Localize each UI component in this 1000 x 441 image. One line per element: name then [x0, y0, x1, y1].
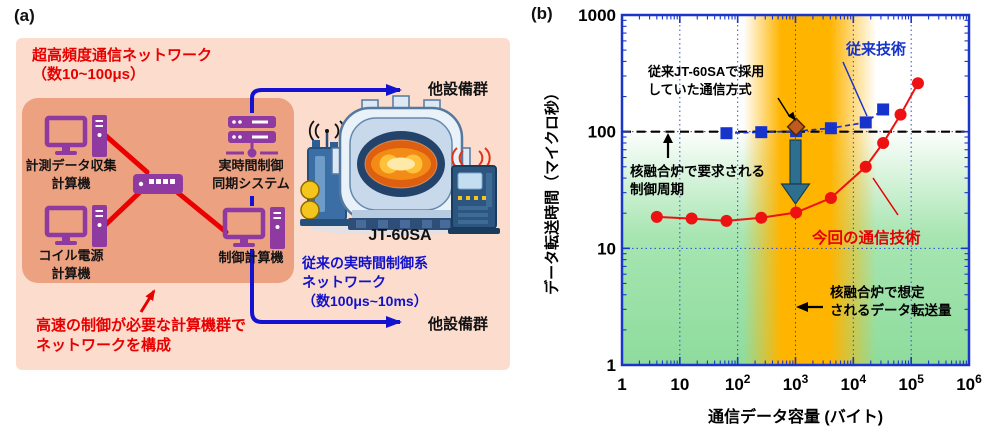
control-computer-label: 制御計算機 [218, 250, 284, 265]
new-series-point [859, 160, 872, 173]
legacy-series-point [877, 103, 890, 116]
panel-b-transfer-time-chart: (b) 従来JT-60SAで採用していた通信方式 従来技術核融合炉で要求される制御… [530, 0, 1000, 441]
new-series-point [685, 212, 698, 225]
coil-computer-label: コイル電源 計算機 [38, 248, 104, 281]
legacy-series-point [755, 126, 768, 139]
y-axis-label: データ転送時間（マイクロ秒） [544, 85, 561, 295]
x-tick-label: 102 [725, 372, 751, 394]
y-tick-label: 10 [597, 239, 616, 258]
link-switch-control [174, 189, 229, 235]
new-series-line [656, 82, 919, 222]
wifi-icon [314, 123, 320, 139]
new-series-point [790, 206, 803, 219]
new-tech-label-leader [872, 177, 899, 216]
blue-arrow-top [250, 84, 402, 113]
other-facilities-top-label: 他設備群 [428, 81, 489, 98]
radio-waves-icon [458, 150, 464, 166]
legacy-series-point [824, 122, 837, 135]
annotation-expected-volume-note: 核融合炉で想定されるデータ転送量 [830, 284, 952, 318]
legacy-series-point [720, 127, 733, 140]
sync-system-label: 実時間制御 同期システム [212, 158, 290, 191]
network-title: 超高頻度通信ネットワーク （数10~100μs） [32, 47, 213, 84]
legacy-tech-label-leader [842, 61, 868, 117]
control-cabinet [448, 147, 500, 234]
annotation-required-cycle-note: 核融合炉で要求される制御周期 [630, 163, 765, 197]
new-series-point [755, 211, 768, 224]
improvement-down-arrow-head [780, 183, 811, 206]
fast-network-note: 高速の制御が必要な計算機群で ネットワークを構成 [36, 317, 247, 354]
x-tick-label: 10 [670, 375, 689, 394]
new-series-point [650, 210, 663, 223]
legacy-jt60sa-note-leader-head [787, 111, 796, 121]
panel-a-graphics [44, 84, 500, 328]
x-tick-label: 1 [617, 375, 626, 394]
daq-computer-icon [44, 115, 107, 157]
x-tick-label: 104 [841, 372, 867, 394]
x-axis-label: 通信データ容量 (バイト) [707, 409, 884, 426]
panel-a-label: (a) [14, 6, 35, 25]
legacy-series-point [859, 116, 872, 129]
transfer-time-chart: 従来JT-60SAで採用していた通信方式 従来技術核融合炉で要求される制御周期今回… [578, 6, 982, 394]
coil-computer-icon [44, 205, 107, 247]
network-switch-icon [133, 174, 183, 194]
x-tick-label: 103 [783, 372, 809, 394]
other-facilities-bottom-label: 他設備群 [428, 316, 489, 333]
improvement-down-arrow [789, 139, 802, 185]
x-tick-label: 105 [898, 372, 924, 394]
new-series-point [720, 214, 733, 227]
blue-network-lines [250, 84, 402, 328]
panel-b-label: (b) [531, 4, 553, 23]
jt60sa-label: JT-60SA [368, 227, 432, 244]
fast-network-note-arrow [139, 289, 156, 313]
daq-computer-label: 計測データ収集 計算機 [25, 158, 117, 191]
tokamak-body [331, 95, 471, 230]
x-tick-label: 106 [956, 372, 982, 394]
conventional-network-note: 従来の実時間制御系 ネットワーク （数100μs~10ms） [302, 255, 428, 309]
jt60sa-illustration [300, 95, 500, 235]
legacy-jt60sa-note-leader [777, 97, 791, 118]
sync-server-icon [226, 116, 278, 158]
y-tick-label: 100 [588, 123, 616, 142]
new-series-point [911, 77, 924, 90]
legacy-jt60sa-point-diamond [786, 117, 806, 137]
new-series-point [877, 136, 890, 149]
blue-arrow-bottom [250, 249, 402, 328]
y-tick-label: 1000 [578, 6, 616, 25]
annotation-legacy-tech-label: 従来技術 [845, 40, 906, 58]
y-tick-label: 1 [607, 356, 616, 375]
required-cycle-arrow-head [663, 133, 673, 143]
expected-volume-arrow-head [796, 302, 808, 312]
annotation-new-tech-label: 今回の通信技術 [812, 228, 921, 247]
panel-a-network-diagram: (a) [14, 6, 510, 370]
control-computer-icon [222, 207, 285, 249]
new-series-point [894, 108, 907, 121]
annotation-legacy-jt60sa-note: 従来JT-60SAで採用していた通信方式 [647, 64, 764, 97]
new-series-point [824, 192, 837, 205]
